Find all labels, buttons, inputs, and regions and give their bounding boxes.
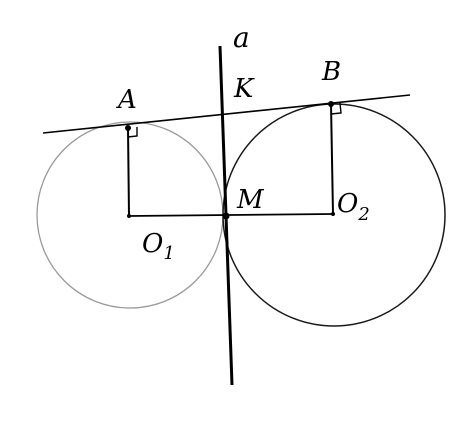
point-o1 xyxy=(127,214,131,218)
right-angle-mark-b xyxy=(330,102,342,115)
label-o1: O1 xyxy=(142,229,175,264)
point-a xyxy=(125,125,131,131)
label-k: K xyxy=(233,74,255,104)
label-point-b: B xyxy=(321,57,341,87)
segment-o1-o2 xyxy=(128,213,334,217)
label-o1-main: O xyxy=(142,229,163,259)
label-point-a: A xyxy=(116,85,137,115)
radius-o2-b xyxy=(330,103,334,215)
right-angle-mark-a xyxy=(127,127,138,138)
point-b xyxy=(328,101,334,107)
label-o1-subscript: 1 xyxy=(163,243,174,264)
radius-o1-a xyxy=(127,127,130,217)
point-o2 xyxy=(331,212,335,216)
label-o2: O2 xyxy=(337,189,370,225)
label-point-m: M xyxy=(236,185,265,215)
point-m xyxy=(222,212,230,220)
label-line-a: a xyxy=(233,21,250,54)
label-o2-main: O xyxy=(337,189,358,219)
tangent-line-ab xyxy=(42,94,411,134)
label-o2-subscript: 2 xyxy=(357,204,369,225)
